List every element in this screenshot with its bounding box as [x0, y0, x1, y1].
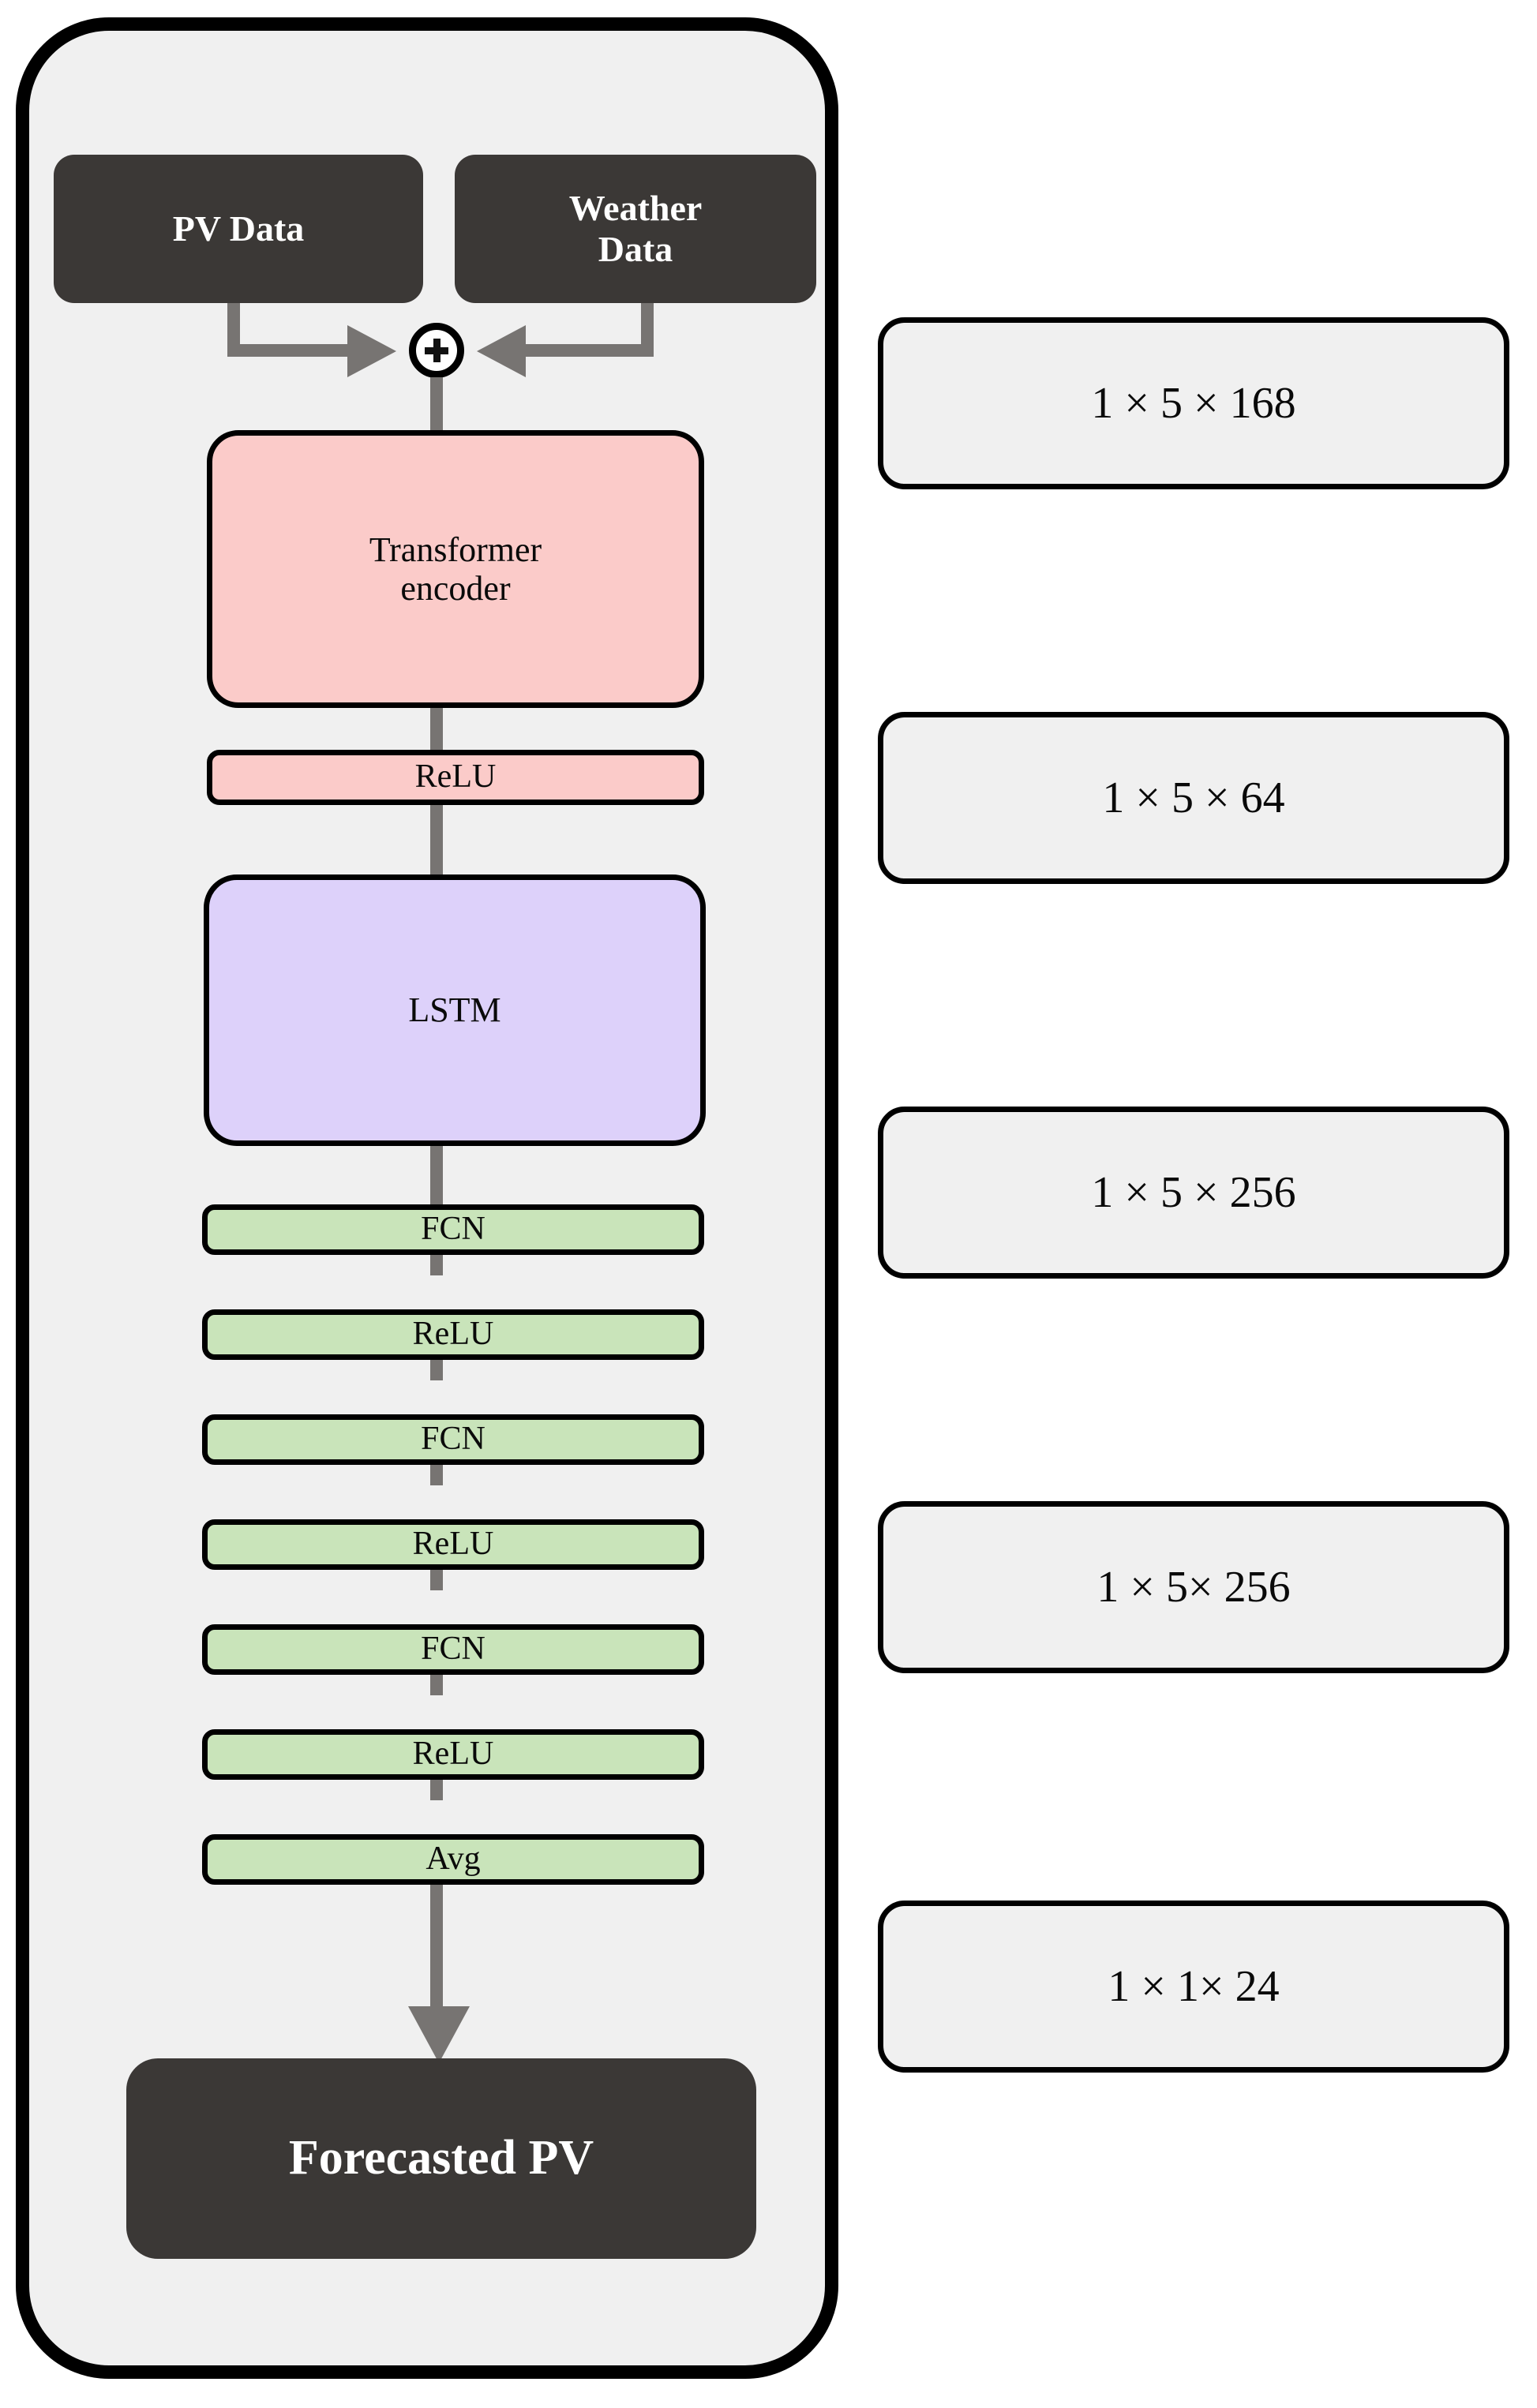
spine-fcn3-to-relu4	[430, 1673, 443, 1695]
layer-fcn-1[interactable]: FCN	[202, 1204, 704, 1255]
input-box-weather-data[interactable]: Weather Data	[455, 155, 816, 303]
layer-label-relu-1: ReLU	[414, 758, 497, 796]
tensor-shape-label-1: 1 × 5 × 168	[1091, 378, 1296, 428]
tensor-shape-label-4: 1 × 5× 256	[1097, 1562, 1291, 1612]
connector-weather-arrowhead	[477, 325, 526, 377]
layer-label-fcn-3: FCN	[421, 1631, 485, 1668]
spine-relu2-to-fcn2	[430, 1358, 443, 1380]
spine-relu1-to-lstm	[430, 805, 443, 876]
plus-icon-vertical-bar	[433, 339, 440, 362]
connector-weather-horizontal	[521, 344, 654, 357]
tensor-shape-label-5: 1 × 1× 24	[1108, 1961, 1280, 2011]
layer-lstm[interactable]: LSTM	[204, 874, 706, 1146]
layer-label-relu-2: ReLU	[412, 1316, 494, 1353]
tensor-shape-chip-5: 1 × 1× 24	[878, 1901, 1509, 2073]
output-arrowhead	[408, 2006, 470, 2063]
layer-relu-4[interactable]: ReLU	[202, 1729, 704, 1780]
output-label-forecasted-pv: Forecasted PV	[288, 2131, 594, 2185]
spine-relu3-to-fcn3	[430, 1568, 443, 1590]
layer-label-relu-4: ReLU	[412, 1736, 494, 1773]
spine-relu4-to-avg	[430, 1778, 443, 1800]
spine-plus-to-transformer	[430, 377, 443, 433]
spine-fcn1-to-relu2	[430, 1253, 443, 1275]
tensor-shape-chip-1: 1 × 5 × 168	[878, 317, 1509, 489]
layer-label-transformer-encoder: Transformer encoder	[369, 530, 542, 608]
tensor-shape-label-2: 1 × 5 × 64	[1102, 773, 1285, 822]
layer-relu-1[interactable]: ReLU	[207, 750, 704, 805]
spine-avg-to-output	[430, 1883, 443, 2017]
spine-lstm-to-fcn1	[430, 1144, 443, 1206]
layer-label-lstm: LSTM	[408, 991, 501, 1030]
input-label-pv-data: PV Data	[172, 208, 305, 249]
connector-pv-arrowhead	[347, 325, 396, 377]
layer-transformer-encoder[interactable]: Transformer encoder	[207, 430, 704, 708]
input-box-pv-data[interactable]: PV Data	[54, 155, 423, 303]
connector-pv-vertical	[227, 303, 240, 344]
tensor-shape-chip-3: 1 × 5 × 256	[878, 1107, 1509, 1279]
layer-fcn-2[interactable]: FCN	[202, 1414, 704, 1465]
tensor-shape-chip-2: 1 × 5 × 64	[878, 712, 1509, 884]
connector-pv-horizontal	[227, 344, 358, 357]
output-box-forecasted-pv[interactable]: Forecasted PV	[126, 2058, 756, 2259]
layer-relu-2[interactable]: ReLU	[202, 1309, 704, 1360]
input-label-weather-data: Weather Data	[568, 188, 703, 269]
layer-label-fcn-2: FCN	[421, 1421, 485, 1458]
spine-fcn2-to-relu3	[430, 1463, 443, 1485]
layer-fcn-3[interactable]: FCN	[202, 1624, 704, 1675]
layer-label-avg: Avg	[425, 1841, 481, 1878]
layer-relu-3[interactable]: ReLU	[202, 1519, 704, 1570]
spine-transformer-to-relu1	[430, 706, 443, 751]
tensor-shape-label-3: 1 × 5 × 256	[1091, 1167, 1296, 1217]
layer-avg[interactable]: Avg	[202, 1834, 704, 1885]
layer-label-relu-3: ReLU	[412, 1526, 494, 1563]
concat-plus-node[interactable]	[409, 323, 464, 378]
layer-label-fcn-1: FCN	[421, 1211, 485, 1248]
connector-weather-vertical	[641, 303, 654, 344]
model-container-shell	[16, 17, 838, 2379]
tensor-shape-chip-4: 1 × 5× 256	[878, 1501, 1509, 1673]
